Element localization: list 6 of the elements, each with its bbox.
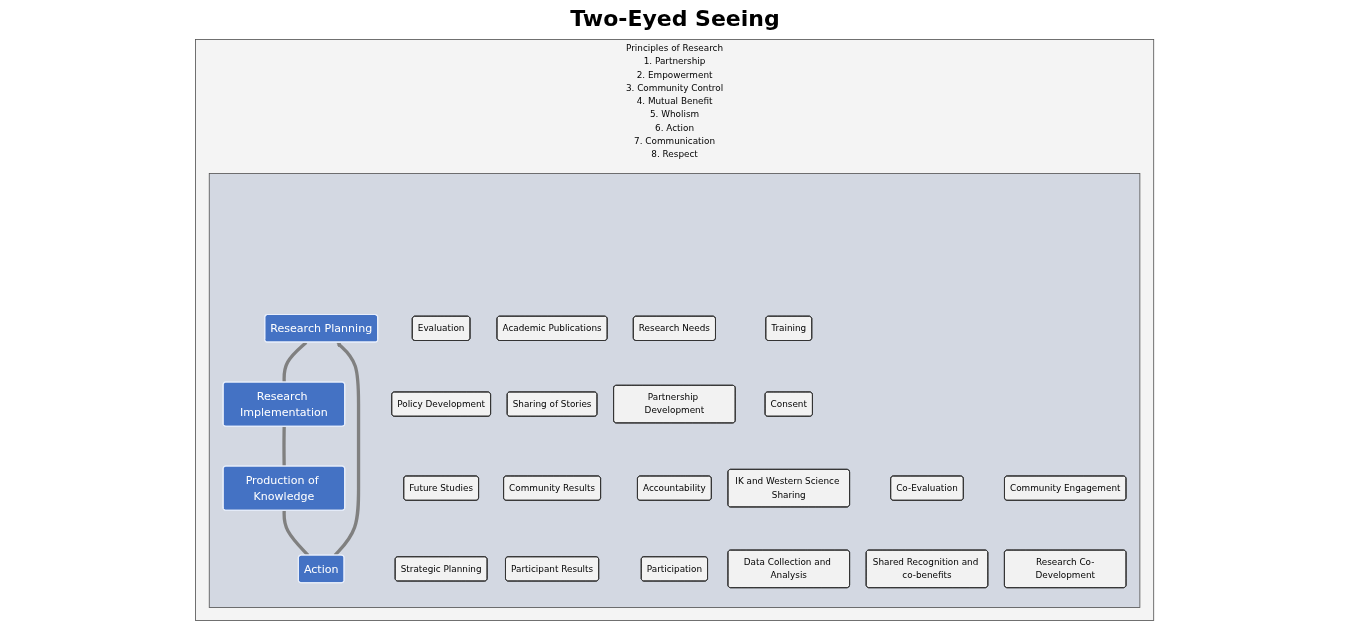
diagram-title: Two-Eyed Seeing (569, 6, 781, 31)
connector (282, 510, 310, 557)
connector (282, 426, 287, 467)
cluster (209, 173, 1141, 608)
arrow (334, 342, 361, 557)
connector (282, 341, 308, 383)
